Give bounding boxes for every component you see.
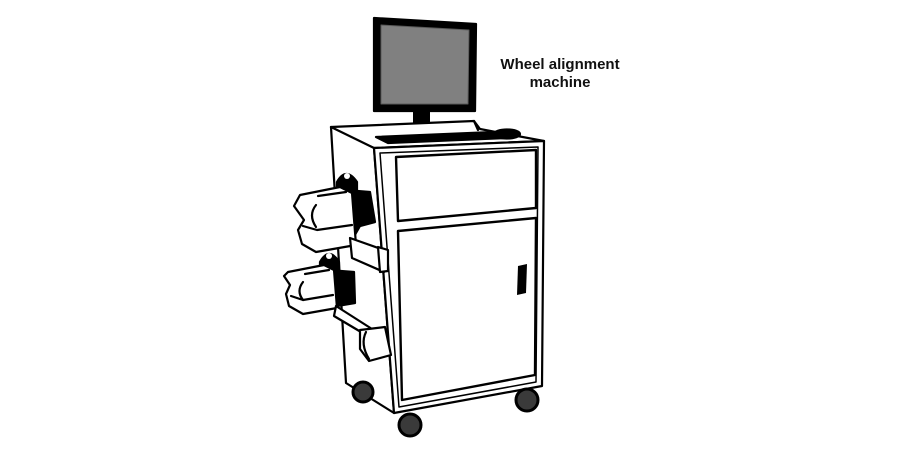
door-panel <box>396 216 538 402</box>
label-line-1: Wheel alignment <box>500 56 620 73</box>
mouse-icon <box>492 128 522 140</box>
sensor-head-icon <box>282 252 393 363</box>
door-handle-icon <box>517 264 527 295</box>
sensor-head-icon <box>292 172 390 274</box>
machine-label: Wheel alignment machine <box>480 56 640 92</box>
caster-wheel-icon <box>351 380 540 438</box>
drawer-panel <box>394 148 538 223</box>
label-line-2: machine <box>529 74 591 91</box>
monitor-icon <box>372 16 478 137</box>
